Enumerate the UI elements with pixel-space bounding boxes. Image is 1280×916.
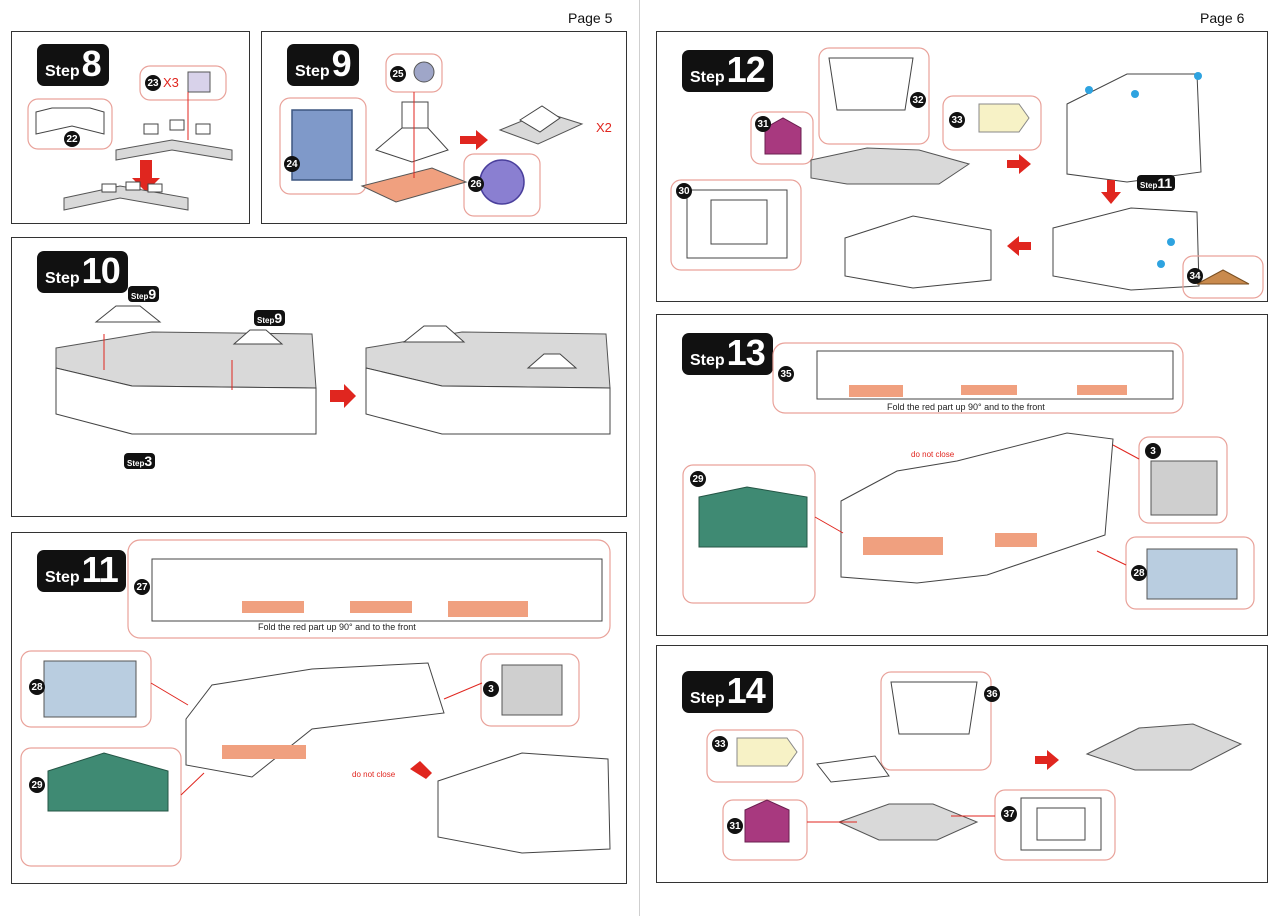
part-25-label: 25 — [390, 66, 406, 82]
step-9-illustration — [279, 53, 584, 217]
step-8-illustration — [27, 65, 233, 211]
part-29-label-step13: 29 — [690, 471, 706, 487]
step-11-do-not-close-note: do not close — [352, 770, 396, 779]
page-number-right: Page 6 — [1200, 10, 1245, 26]
part-28-label: 28 — [29, 679, 45, 695]
step-12-illustration — [670, 47, 1264, 299]
part-24-label: 24 — [284, 156, 300, 172]
step-13-do-not-close-note: do not close — [911, 450, 955, 459]
part-36-label: 36 — [984, 686, 1000, 702]
step-8-quantity: X3 — [163, 75, 179, 90]
part-3-label: 3 — [483, 681, 499, 697]
part-23-label: 23 — [145, 75, 161, 91]
part-28-label-step13: 28 — [1131, 565, 1147, 581]
step-9-quantity: X2 — [596, 120, 612, 135]
part-34-label: 34 — [1187, 268, 1203, 284]
step-10-illustration — [55, 305, 611, 435]
part-33-label-step14: 33 — [712, 736, 728, 752]
page-number-left: Page 5 — [568, 10, 613, 26]
step-13-fold-caption: Fold the red part up 90° and to the fron… — [887, 402, 1045, 412]
step-13-illustration — [682, 342, 1255, 610]
part-37-label: 37 — [1001, 806, 1017, 822]
part-3-label-step13: 3 — [1145, 443, 1161, 459]
part-33-label: 33 — [949, 112, 965, 128]
part-31-label: 31 — [755, 116, 771, 132]
step-11-fold-caption: Fold the red part up 90° and to the fron… — [258, 622, 416, 632]
part-30-label: 30 — [676, 183, 692, 199]
part-32-label: 32 — [910, 92, 926, 108]
step-11-illustration — [20, 539, 611, 867]
part-27-label: 27 — [134, 579, 150, 595]
part-26-label: 26 — [468, 176, 484, 192]
part-31-label-step14: 31 — [727, 818, 743, 834]
part-22-label: 22 — [64, 131, 80, 147]
page-divider — [639, 0, 640, 916]
part-29-label: 29 — [29, 777, 45, 793]
step-14-illustration — [706, 671, 1243, 861]
part-35-label: 35 — [778, 366, 794, 382]
